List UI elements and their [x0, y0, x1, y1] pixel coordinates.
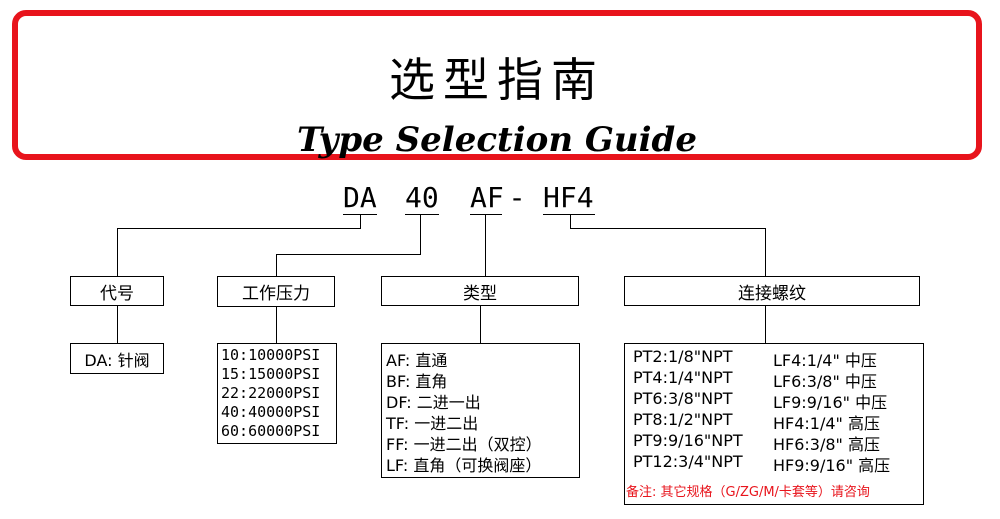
connector-line — [420, 214, 421, 254]
code-part-thread: HF4 — [543, 181, 594, 214]
connector-line — [570, 228, 766, 229]
pressure-values-box: 10:10000PSI 15:15000PSI 22:22000PSI 40:4… — [217, 343, 337, 444]
category-code-label: 代号 — [100, 283, 134, 304]
code-part-pressure: 40 — [405, 181, 439, 214]
pressure-value: 15:15000PSI — [221, 365, 321, 383]
thread-value: HF9:9/16" 高压 — [773, 456, 891, 475]
connector-line — [570, 214, 571, 228]
thread-value: PT9:9/16"NPT — [633, 431, 743, 450]
thread-value: LF6:3/8" 中压 — [773, 372, 877, 391]
connector-line — [765, 306, 766, 343]
connector-line — [276, 254, 277, 276]
type-value: AF: 直通 — [386, 351, 448, 370]
underline-type — [470, 214, 502, 215]
type-value: LF: 直角（可换阀座） — [386, 456, 542, 475]
title-banner: 选型指南 Type Selection Guide — [12, 10, 982, 160]
pressure-value: 60:60000PSI — [221, 422, 321, 440]
category-code-box: 代号 — [70, 276, 164, 306]
thread-value: LF9:9/16" 中压 — [773, 393, 888, 412]
thread-value: PT2:1/8"NPT — [633, 347, 733, 366]
underline-pressure — [405, 214, 439, 215]
type-value: FF: 一进二出（双控） — [386, 435, 542, 454]
code-part-series: DA — [343, 181, 377, 214]
connector-line — [765, 228, 766, 276]
pressure-value: 40:40000PSI — [221, 403, 321, 421]
code-value-da: DA: 针阀 — [84, 350, 150, 370]
connector-line — [117, 228, 361, 229]
connector-line — [480, 306, 481, 343]
code-separator: - — [512, 181, 523, 214]
type-value: BF: 直角 — [386, 372, 448, 391]
title-english: Type Selection Guide — [297, 120, 697, 160]
connector-line — [360, 214, 361, 228]
connector-line — [485, 214, 486, 276]
category-pressure-label: 工作压力 — [242, 284, 310, 304]
thread-value: PT6:3/8"NPT — [633, 389, 733, 408]
pressure-value: 10:10000PSI — [221, 346, 321, 364]
category-thread-label: 连接螺纹 — [738, 283, 806, 304]
category-type-label: 类型 — [463, 283, 497, 304]
type-values-box: AF: 直通 BF: 直角 DF: 二进一出 TF: 一进二出 FF: 一进二出… — [381, 343, 580, 478]
code-part-type: AF — [470, 181, 504, 214]
thread-value: LF4:1/4" 中压 — [773, 351, 877, 370]
connector-line — [117, 228, 118, 276]
connector-line — [276, 307, 277, 343]
type-value: DF: 二进一出 — [386, 393, 481, 412]
category-pressure-box: 工作压力 — [217, 276, 335, 307]
thread-value: HF4:1/4" 高压 — [773, 414, 881, 433]
thread-value: PT4:1/4"NPT — [633, 368, 733, 387]
title-chinese: 选型指南 — [389, 53, 605, 107]
connector-line — [117, 306, 118, 343]
category-thread-box: 连接螺纹 — [624, 276, 920, 306]
type-value: TF: 一进二出 — [386, 414, 479, 433]
thread-value: HF6:3/8" 高压 — [773, 435, 881, 454]
category-type-box: 类型 — [381, 276, 579, 306]
footnote: 备注: 其它规格（G/ZG/M/卡套等）请咨询 — [626, 485, 870, 500]
underline-thread — [543, 214, 595, 215]
thread-values-box: PT2:1/8"NPT PT4:1/4"NPT PT6:3/8"NPT PT8:… — [624, 343, 924, 505]
connector-line — [276, 254, 421, 255]
thread-value: PT12:3/4"NPT — [633, 452, 743, 471]
code-values-box: DA: 针阀 — [70, 343, 164, 374]
pressure-value: 22:22000PSI — [221, 384, 321, 402]
thread-value: PT8:1/2"NPT — [633, 410, 733, 429]
